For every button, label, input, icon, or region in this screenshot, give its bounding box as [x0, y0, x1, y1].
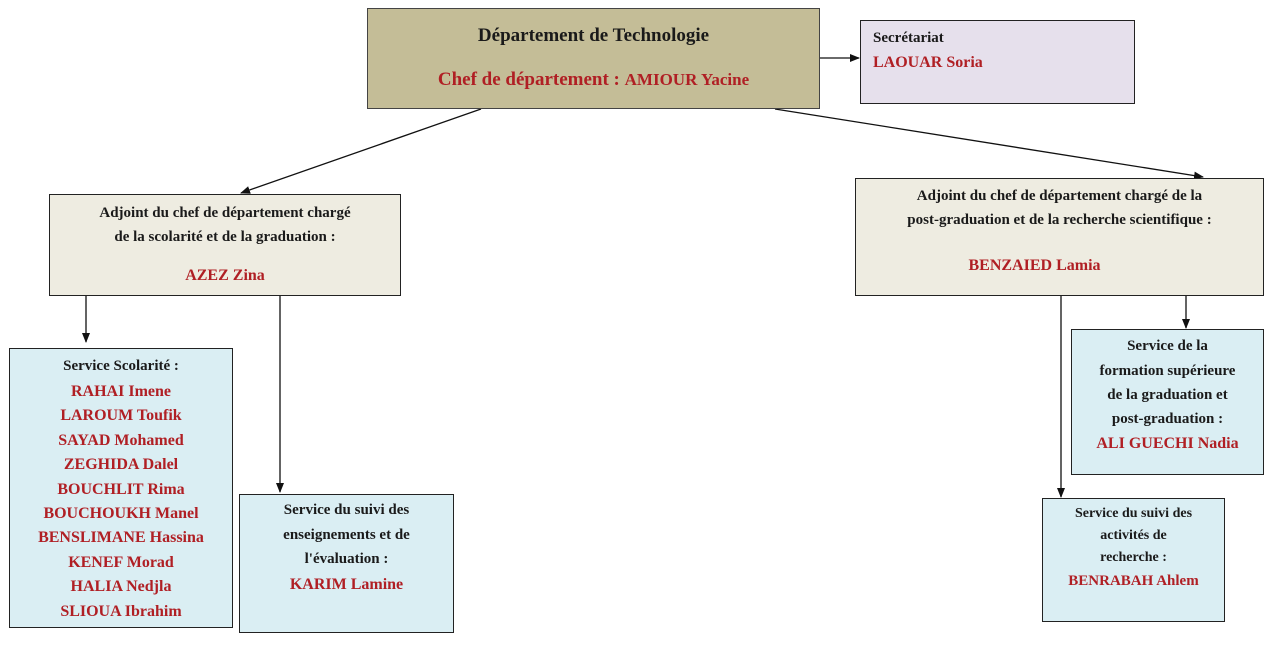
formation-title-line4: post-graduation : — [1111, 411, 1224, 427]
member-name: RAHAI Imene — [71, 383, 171, 400]
formation-title-line2: formation supérieure — [1099, 363, 1236, 379]
recherche-title-line2: activités de — [1100, 528, 1167, 543]
suivi-enseignements-title-line3: l'évaluation : — [304, 551, 389, 567]
service-scolarite-title: Service Scolarité : — [63, 358, 179, 374]
member-name: KENEF Morad — [68, 553, 174, 571]
suivi-enseignements-name: KARIM Lamine — [289, 576, 404, 593]
service-formation-superieure-box: Service de la formation supérieure de la… — [1071, 329, 1264, 475]
member-name: LAROUM Toufik — [60, 407, 182, 425]
formation-title-line3: de la graduation et — [1107, 387, 1228, 403]
recherche-title-line1: Service du suivi des — [1074, 506, 1193, 521]
member-name: BOUCHOUKH Manel — [43, 504, 199, 522]
department-chief: Chef de département : AMIOUR Yacine — [368, 69, 819, 91]
secretariat-name: LAOUAR Soria — [873, 54, 983, 71]
service-scolarite-members: RAHAI Imene LAROUM Toufik SAYAD Mohamed … — [10, 380, 232, 624]
deputy-undergrad-title-line1: Adjoint du chef de département chargé — [99, 205, 351, 221]
deputy-undergrad-title-line2: de la scolarité et de la graduation : — [114, 229, 336, 245]
deputy-postgrad-title-line1: Adjoint du chef de département chargé de… — [916, 188, 1203, 204]
department-title: Département de Technologie — [477, 25, 710, 46]
deputy-postgrad-title-line2: post-graduation et de la recherche scien… — [907, 212, 1212, 228]
chief-label: Chef de département : — [437, 69, 625, 90]
recherche-title-line3: recherche : — [1100, 550, 1167, 565]
arrow-head-to-deputy-postgrad — [774, 108, 1204, 180]
service-suivi-recherche-box: Service du suivi des activités de recher… — [1042, 498, 1225, 622]
member-name: BOUCHLIT Rima — [57, 480, 185, 498]
chief-name: AMIOUR Yacine — [624, 70, 750, 89]
member-name: ZEGHIDA Dalel — [63, 456, 179, 474]
formation-name: ALI GUECHI Nadia — [1096, 435, 1239, 452]
suivi-enseignements-title-line1: Service du suivi des — [283, 502, 410, 518]
secretariat-box: Secrétariat LAOUAR Soria — [860, 20, 1135, 104]
member-name: HALIA Nedjla — [70, 578, 172, 596]
service-scolarite-box: Service Scolarité : RAHAI Imene LAROUM T… — [9, 348, 233, 628]
service-suivi-enseignements-box: Service du suivi des enseignements et de… — [239, 494, 454, 633]
department-head-box: Département de Technologie Chef de dépar… — [367, 8, 820, 109]
formation-title-line1: Service de la — [1127, 338, 1208, 354]
deputy-undergrad-name: AZEZ Zina — [185, 267, 265, 284]
suivi-enseignements-title-line2: enseignements et de — [283, 527, 410, 543]
member-name: SAYAD Mohamed — [58, 431, 184, 449]
arrow-head-to-deputy-undergrad — [240, 108, 482, 194]
member-name: BENSLIMANE Hassina — [38, 529, 204, 547]
secretariat-title: Secrétariat — [873, 30, 944, 46]
deputy-postgrad-box: Adjoint du chef de département chargé de… — [855, 178, 1264, 296]
member-name: SLIOUA Ibrahim — [60, 602, 182, 620]
deputy-postgrad-name: BENZAIED Lamia — [968, 257, 1101, 274]
deputy-undergrad-box: Adjoint du chef de département chargé de… — [49, 194, 401, 296]
recherche-name: BENRABAH Ahlem — [1068, 573, 1199, 589]
